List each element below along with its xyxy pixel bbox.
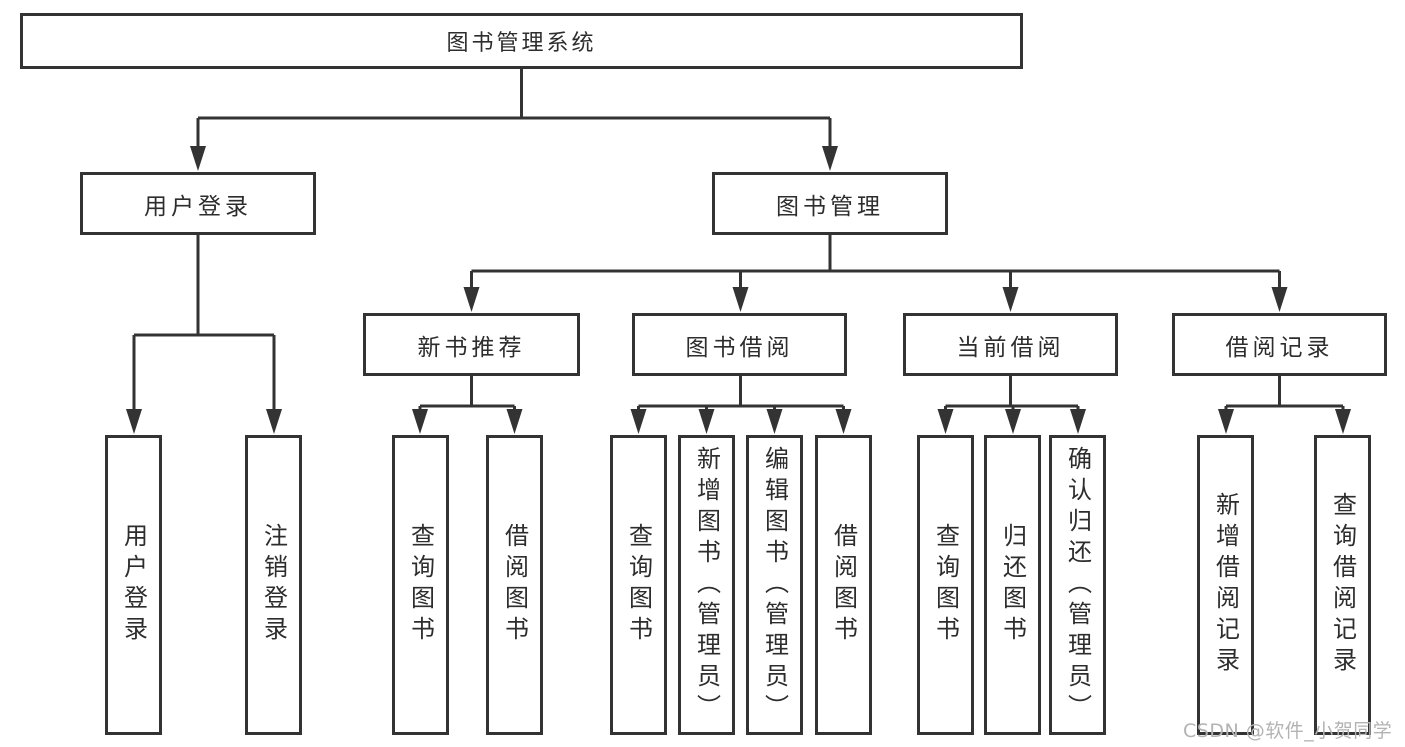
edge-new-books-group	[418, 376, 516, 414]
leaf-edit-books-admin: 编辑图书（管理员）	[746, 435, 803, 735]
edge-current-borrow-group	[944, 376, 1080, 414]
leaf-user-login: 用户登录	[105, 435, 162, 735]
edge-user-login-group	[132, 235, 276, 412]
leaf-logout: 注销登录	[245, 435, 302, 735]
branch-user-login: 用户登录	[80, 172, 316, 235]
arrowheads	[126, 146, 1351, 434]
edge-book-borrow-group	[637, 376, 845, 414]
leaf-return-books: 归还图书	[984, 435, 1041, 735]
leaf-query-borrow-record: 查询借阅记录	[1314, 435, 1371, 735]
leaf-add-books-admin: 新增图书（管理员）	[678, 435, 735, 735]
module-borrow-records: 借阅记录	[1172, 313, 1387, 376]
module-book-borrow: 图书借阅	[632, 313, 847, 376]
leaf-query-books-1: 查询图书	[392, 435, 449, 735]
leaf-borrow-books-1: 借阅图书	[486, 435, 543, 735]
leaf-query-books-3: 查询图书	[917, 435, 974, 735]
edge-book-mgmt-group	[470, 235, 1281, 290]
leaf-add-borrow-record: 新增借阅记录	[1197, 435, 1254, 735]
edge-borrow-records-group	[1224, 376, 1345, 414]
branch-book-management: 图书管理	[712, 172, 948, 235]
leaf-confirm-return-admin: 确认归还（管理员）	[1049, 435, 1106, 735]
leaf-query-books-2: 查询图书	[610, 435, 667, 735]
root-node-system: 图书管理系统	[20, 13, 1023, 69]
csdn-watermark: CSDN @软件_小贺同学	[1183, 720, 1393, 742]
edge-root	[196, 68, 832, 150]
module-new-book-recommend: 新书推荐	[363, 313, 580, 376]
tree-edges	[132, 68, 1345, 414]
leaf-borrow-books-2: 借阅图书	[815, 435, 872, 735]
module-current-borrow: 当前借阅	[903, 313, 1118, 376]
